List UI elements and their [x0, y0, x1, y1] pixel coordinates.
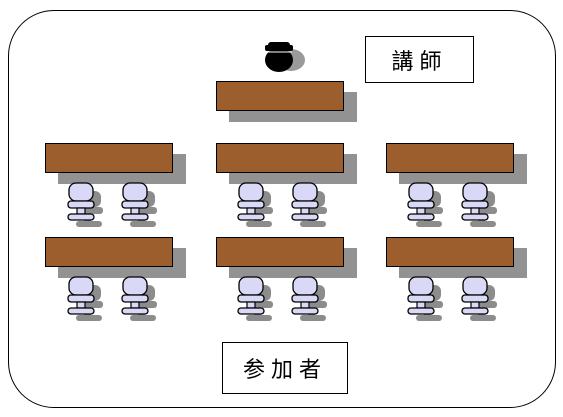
lecturer-icon [256, 38, 305, 74]
participant-desk [386, 143, 527, 184]
participant-chair [290, 275, 327, 323]
participant-chair [66, 181, 103, 229]
participant-chair [236, 275, 273, 323]
lecturer-desk [216, 81, 357, 122]
participant-chair [460, 181, 497, 229]
lecturer-label: 講師 [365, 36, 474, 83]
participant-desk [216, 143, 357, 184]
participant-desk [45, 237, 186, 278]
participant-chair [120, 275, 157, 323]
participant-chair [290, 181, 327, 229]
participant-desk [216, 237, 357, 278]
participant-chair [406, 181, 443, 229]
participant-desk [386, 237, 527, 278]
participant-chair [66, 275, 103, 323]
participant-desk [45, 143, 186, 184]
participant-chair [236, 181, 273, 229]
participant-chair [120, 181, 157, 229]
participants-label: 参加者 [222, 342, 348, 394]
participant-chair [406, 275, 443, 323]
participant-chair [460, 275, 497, 323]
